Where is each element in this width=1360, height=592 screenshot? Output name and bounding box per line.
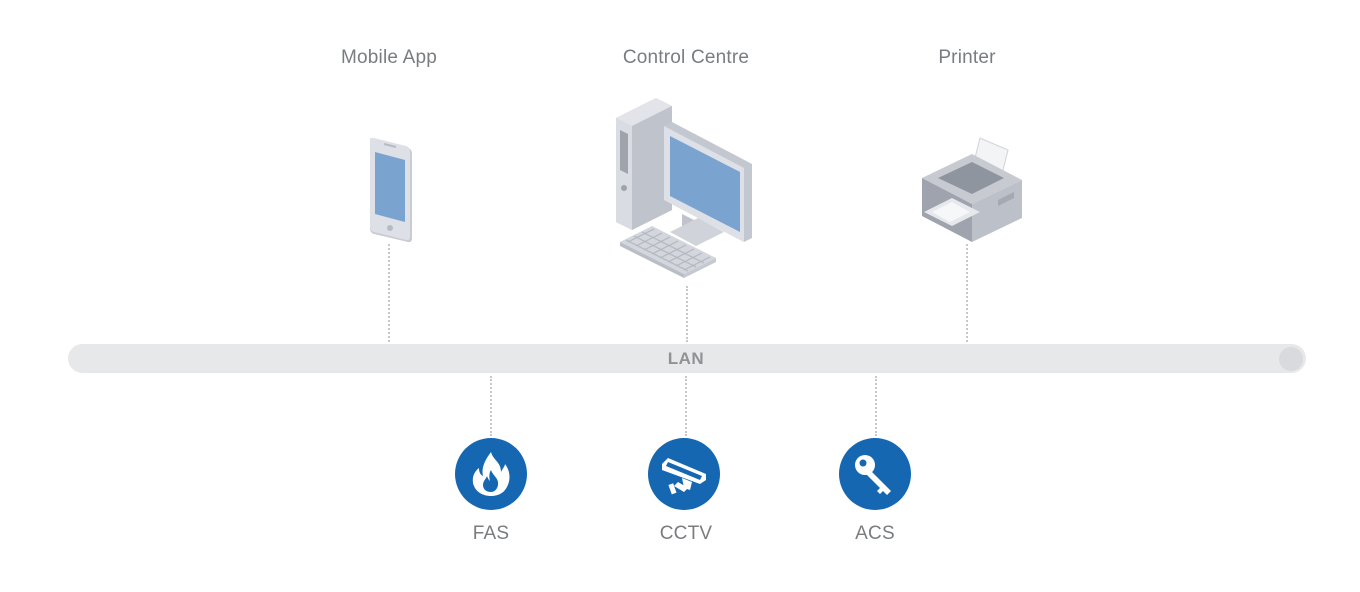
desktop-computer-icon (616, 98, 752, 278)
mobile-app-label: Mobile App (340, 47, 438, 68)
fas-connector-line (490, 376, 492, 436)
lan-bus-end-cap (1279, 347, 1303, 371)
acs-badge (839, 438, 911, 510)
mobile-connector-line (388, 244, 390, 342)
mobile-phone-icon (370, 137, 412, 243)
fas-badge (455, 438, 527, 510)
acs-label: ACS (855, 523, 895, 544)
lan-bus (68, 344, 1306, 373)
acs-connector-line (875, 376, 877, 436)
cctv-camera-icon (662, 458, 706, 495)
fire-icon (472, 452, 510, 496)
control-connector-line (686, 286, 688, 342)
fas-label: FAS (472, 523, 510, 544)
control-centre-label: Control Centre (622, 47, 750, 68)
cctv-label: CCTV (659, 523, 713, 544)
lan-label: LAN (667, 349, 705, 368)
key-icon (855, 455, 891, 495)
cctv-connector-line (685, 376, 687, 436)
printer-connector-line (966, 244, 968, 342)
cctv-badge (648, 438, 720, 510)
printer-label: Printer (938, 47, 996, 68)
printer-icon (922, 137, 1022, 242)
